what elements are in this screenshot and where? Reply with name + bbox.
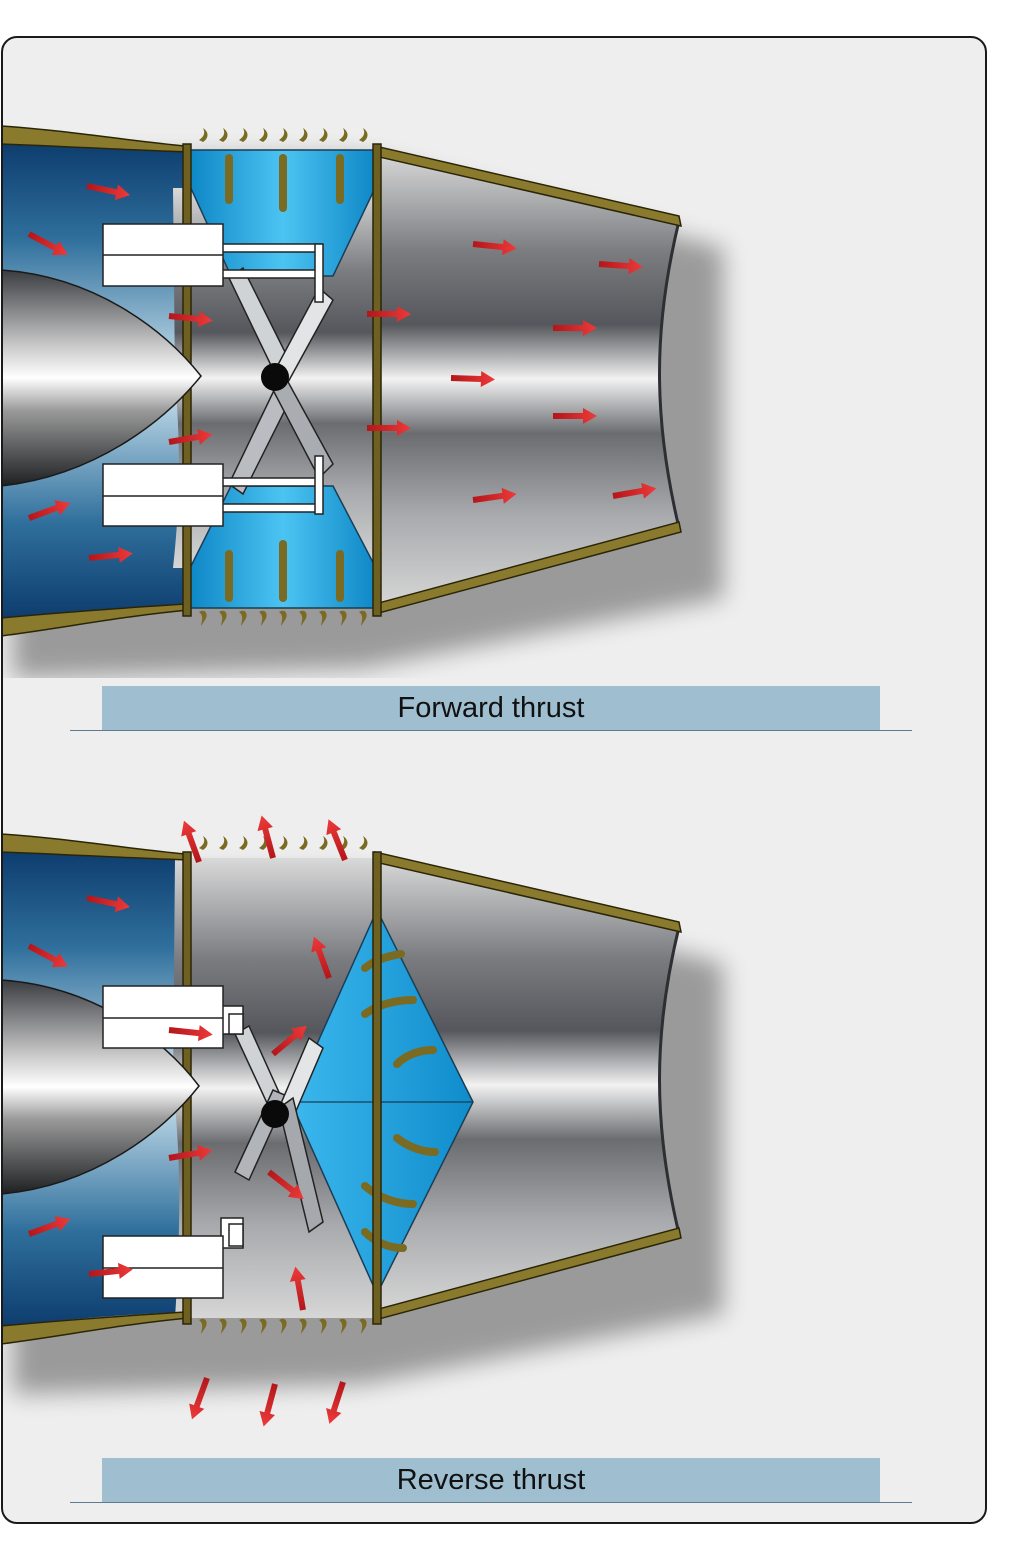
forward-caption-rule xyxy=(70,730,912,731)
exhaust-cone xyxy=(3,269,202,487)
actuator-cylinders xyxy=(102,223,224,527)
upper-vanes xyxy=(199,128,368,142)
reverse-thrust-caption: Reverse thrust xyxy=(102,1458,880,1502)
lower-cascade-slots xyxy=(225,540,344,602)
actuator-rods xyxy=(220,1005,244,1249)
actuator-rods xyxy=(216,243,324,515)
upper-cascade-slots xyxy=(225,154,344,212)
clamshell-doors xyxy=(228,266,334,496)
forward-thrust-label: Forward thrust xyxy=(397,691,585,724)
exhaust-cone xyxy=(3,979,200,1195)
reverse-caption-rule xyxy=(70,1502,912,1503)
duct-rims xyxy=(3,833,682,1345)
forward-thrust-caption: Forward thrust xyxy=(102,686,880,730)
forward-thrust-diagram xyxy=(3,125,723,678)
pivot-icon xyxy=(261,1100,289,1128)
reverse-thrust-diagram xyxy=(3,813,723,1429)
pivot-icon xyxy=(261,363,289,391)
diagram-frame: Forward thrust xyxy=(1,36,987,1524)
tailpipe xyxy=(375,858,679,1312)
reverse-thrust-label: Reverse thrust xyxy=(396,1463,586,1496)
